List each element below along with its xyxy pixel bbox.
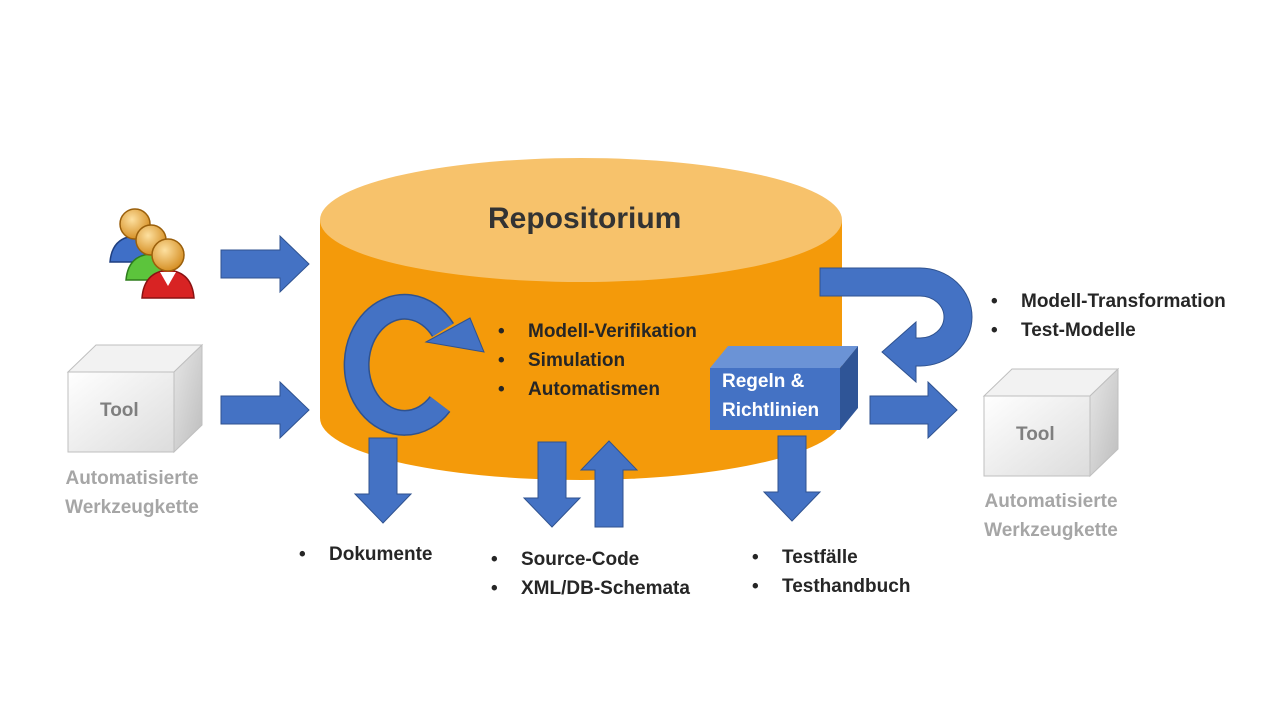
rules-box — [710, 346, 858, 430]
tests-down-arrow — [762, 435, 822, 522]
tool-right-caption: Automatisierte Werkzeugkette — [984, 491, 1118, 541]
tool-to-repository-arrow — [220, 380, 310, 440]
tool-cube-left — [66, 343, 204, 454]
verification-cycle-arrow — [343, 293, 485, 436]
tool-cube-right — [982, 367, 1120, 478]
code-output-list: Source-Code XML/DB-Schemata — [491, 545, 690, 603]
list-item: Modell-Transformation — [991, 287, 1226, 316]
list-item: Dokumente — [299, 540, 432, 569]
documents-down-arrow — [353, 437, 413, 524]
tests-output-list: Testfälle Testhandbuch — [752, 543, 910, 601]
users-group-icon — [109, 208, 195, 299]
documents-output-list: Dokumente — [299, 540, 432, 569]
list-item: Testfälle — [752, 543, 910, 572]
users-to-repository-arrow — [220, 234, 310, 294]
repository-title: Repositorium — [488, 202, 682, 235]
transformation-uturn-arrow — [819, 267, 973, 384]
tool-left-caption: Automatisierte Werkzeugkette — [65, 468, 199, 518]
list-item: Simulation — [498, 346, 697, 375]
transformation-list: Modell-Transformation Test-Modelle — [991, 287, 1226, 345]
code-up-arrow — [579, 440, 639, 528]
repository-to-tool-arrow — [869, 380, 958, 440]
list-item: Test-Modelle — [991, 316, 1226, 345]
list-item: Testhandbuch — [752, 572, 910, 601]
code-down-arrow — [522, 441, 582, 528]
list-item: Source-Code — [491, 545, 690, 574]
list-item: Automatismen — [498, 375, 697, 404]
rules-box-label: Regeln & Richtlinien — [722, 371, 820, 421]
tool-left-label: Tool — [100, 400, 139, 421]
list-item: XML/DB-Schemata — [491, 574, 690, 603]
tool-right-label: Tool — [1016, 424, 1055, 445]
repository-activity-list: Modell-Verifikation Simulation Automatis… — [498, 317, 697, 404]
list-item: Modell-Verifikation — [498, 317, 697, 346]
